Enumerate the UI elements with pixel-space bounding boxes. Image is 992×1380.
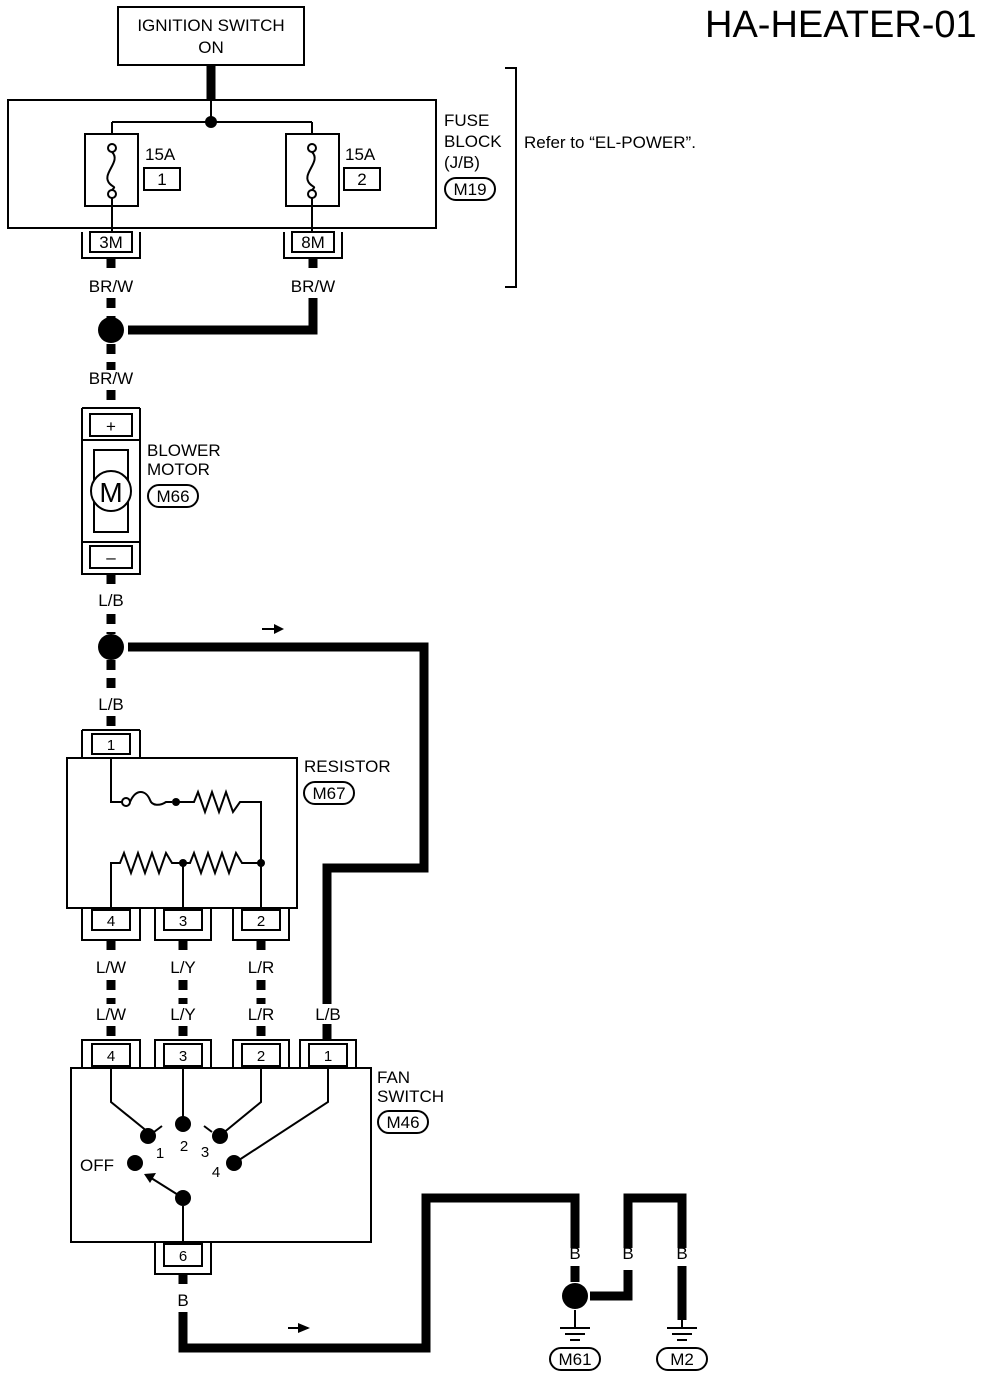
connector-8m: 8M [283, 231, 343, 259]
fuse-2-number: 2 [357, 170, 366, 189]
blower-motor: + M – BLOWER MOTOR M66 [81, 407, 221, 575]
splice-brw [98, 317, 124, 343]
wire-label-ly-bottom: L/Y [170, 1005, 196, 1024]
fan-switch-name-2: SWITCH [377, 1087, 444, 1106]
fan-position-4: 4 [212, 1164, 220, 1181]
fan-position-1: 1 [156, 1145, 164, 1162]
fuse-1-rating: 15A [145, 145, 176, 164]
wire-label-brw-1: BR/W [89, 277, 133, 296]
wire-label-b-2: B [622, 1244, 633, 1263]
ground-connector-m61: M61 [558, 1350, 591, 1369]
fuse-2-rating: 15A [345, 145, 376, 164]
fuse-2: 15A 2 [285, 133, 381, 236]
ignition-switch-state: ON [198, 38, 224, 57]
fan-switch-terminal-6: 6 [179, 1248, 187, 1265]
fuse-block-connector: M19 [453, 180, 486, 199]
fan-switch-terminal-4: 4 [107, 1048, 115, 1065]
fan-switch-terminal-3: 3 [179, 1048, 187, 1065]
resistor-name: RESISTOR [304, 757, 391, 776]
reference-note: Refer to “EL-POWER”. [524, 133, 696, 152]
blower-motor-minus: – [106, 548, 116, 567]
blower-motor-connector: M66 [156, 487, 189, 506]
wire-label-lb-fan: L/B [315, 1005, 341, 1024]
fan-position-3: 3 [201, 1144, 209, 1161]
fuse-block-name-1: FUSE [444, 111, 489, 130]
blower-motor-name-2: MOTOR [147, 460, 210, 479]
wire-label-lw-bottom: L/W [96, 1005, 126, 1024]
wire-label-b-1: B [569, 1244, 580, 1263]
wire-label-lr-top: L/R [248, 958, 274, 977]
ignition-switch-label: IGNITION SWITCH [137, 16, 284, 35]
ground-symbol-m61 [560, 1327, 590, 1341]
ignition-switch: IGNITION SWITCH ON [117, 6, 305, 66]
motor-symbol: M [99, 477, 122, 508]
wire-label-lb-motor: L/B [98, 591, 124, 610]
ground-connector-m2: M2 [670, 1350, 694, 1369]
fan-switch-connector: M46 [386, 1113, 419, 1132]
connector-8m-label: 8M [301, 233, 325, 252]
fuse-1-number: 1 [157, 170, 166, 189]
fan-switch-name-1: FAN [377, 1068, 410, 1087]
blower-motor-plus: + [106, 417, 116, 436]
fan-switch-terminal-1: 1 [324, 1048, 332, 1065]
wire-label-lr-bottom: L/R [248, 1005, 274, 1024]
resistor-terminal-3: 3 [179, 913, 187, 930]
reference-bracket [505, 67, 517, 288]
fuse-1: 15A 1 [84, 133, 181, 236]
splice-lb [98, 634, 124, 660]
fan-position-off: OFF [80, 1156, 114, 1175]
wire-label-lb-resistor: L/B [98, 695, 124, 714]
wire-label-b-3: B [676, 1244, 687, 1263]
wire-lb-to-fan-switch [128, 642, 429, 1040]
fuse-block-name-3: (J/B) [444, 153, 480, 172]
fuse-block: 15A 1 15A 2 FUSE BLOCK (J/B) M19 [7, 99, 502, 236]
resistor-terminal-4: 4 [107, 913, 115, 930]
wire-label-lw-top: L/W [96, 958, 126, 977]
resistor: 1 RESISTOR M67 4 3 2 [66, 729, 391, 941]
fuse-block-name-2: BLOCK [444, 132, 502, 151]
resistor-connector: M67 [312, 784, 345, 803]
fan-position-2: 2 [180, 1138, 188, 1155]
ground-symbol-m2 [667, 1327, 697, 1341]
fan-switch-terminal-2: 2 [257, 1048, 265, 1065]
ground-wiring: B B M61 B B M2 [177, 1193, 708, 1371]
diagram-title: HA-HEATER-01 [705, 4, 977, 46]
wire-brw-2-run [128, 298, 318, 335]
fan-switch: 4 3 2 1 OFF 1 2 3 4 FAN SWITCH M46 [70, 1039, 444, 1275]
wire-label-b-fan: B [177, 1291, 188, 1310]
blower-motor-name-1: BLOWER [147, 441, 221, 460]
resistor-terminal-2: 2 [257, 913, 265, 930]
connector-3m-label: 3M [99, 233, 123, 252]
resistor-wires: L/W L/W L/Y L/Y L/R L/R L/B [96, 940, 344, 1040]
wire-label-brw-2: BR/W [291, 277, 335, 296]
wire-label-ly-top: L/Y [170, 958, 196, 977]
wire-label-brw-joined: BR/W [89, 369, 133, 388]
connector-3m: 3M [81, 231, 141, 259]
resistor-terminal-1: 1 [107, 737, 115, 754]
